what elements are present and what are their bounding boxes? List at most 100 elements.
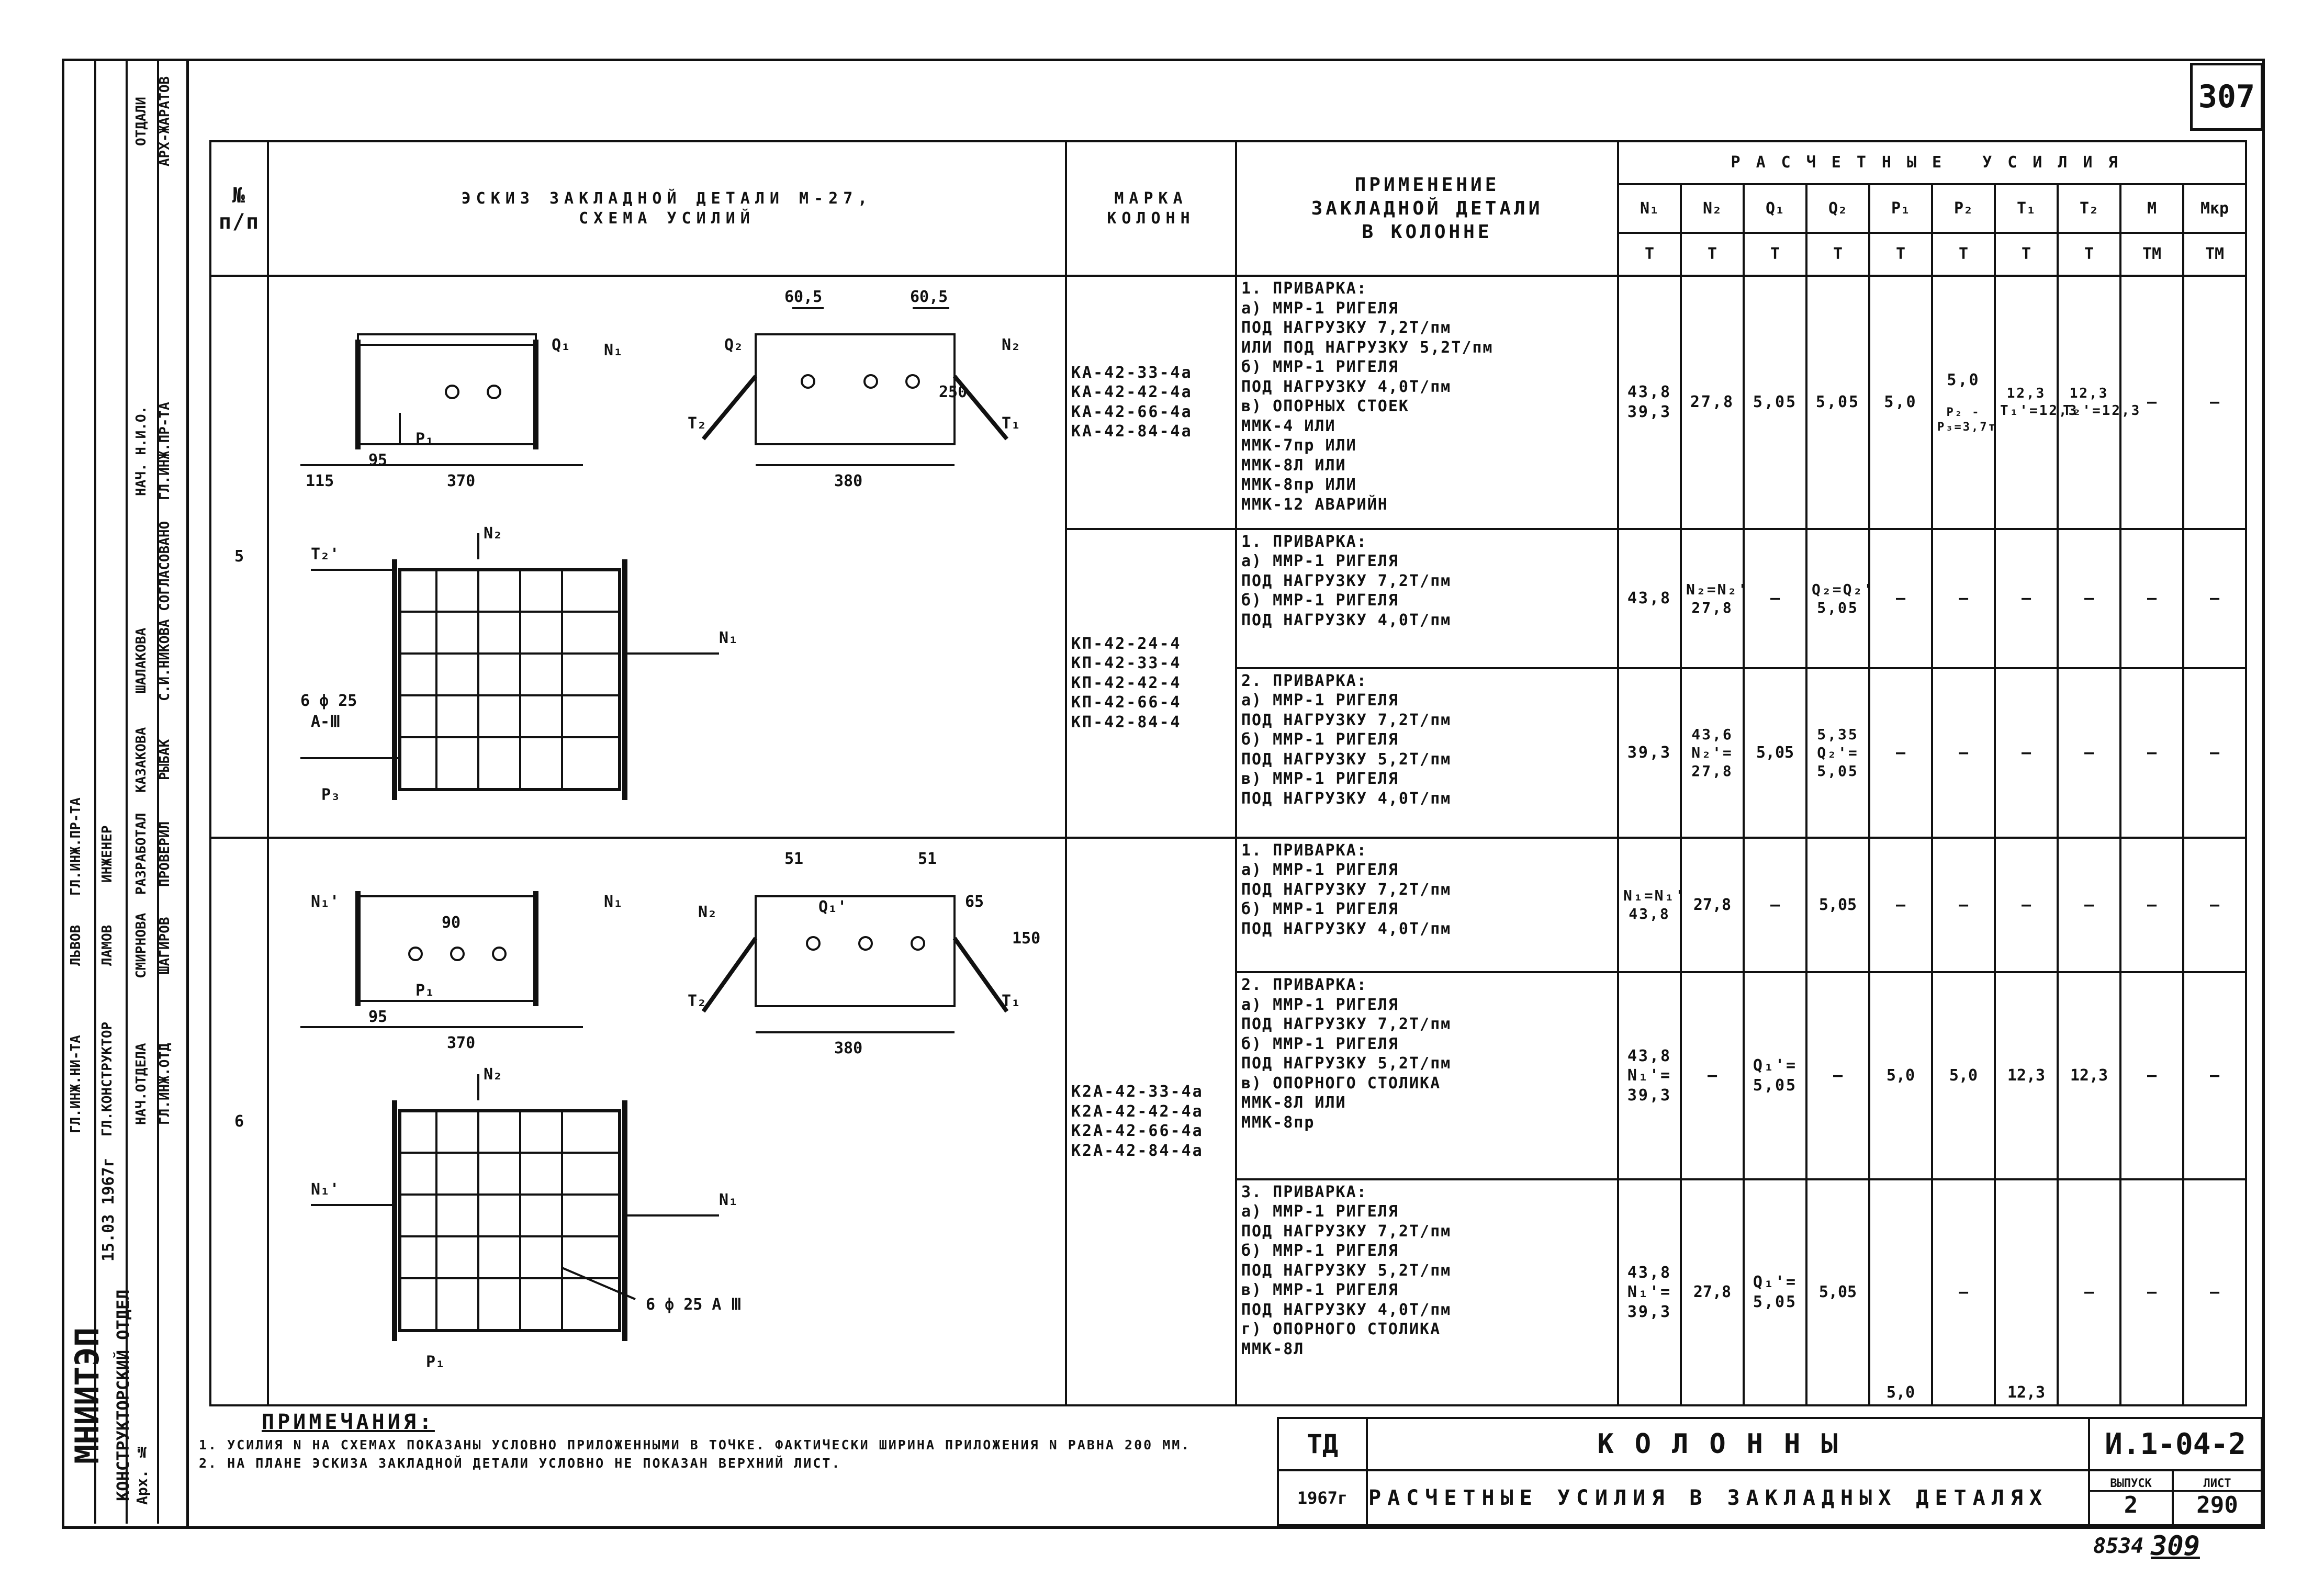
v-6-2-P1: 5,0 (1868, 971, 1933, 1180)
unit-T1: Т (1994, 231, 2059, 277)
v-5-3-T1: — (1994, 667, 2059, 839)
sk6-f-N1b: N₁ (719, 1191, 738, 1209)
sk5-f-Q2: Q₂ (724, 336, 743, 354)
sk5-f-Q1: Q₁ (552, 336, 570, 354)
notes: ПРИМЕЧАНИЯ: 1. УСИЛИЯ N НА СХЕМАХ ПОКАЗА… (199, 1410, 1272, 1471)
v-5-3-N2: 43,6 N₂'= 27,8 (1680, 667, 1745, 839)
v-6-1-N2: 27,8 (1680, 836, 1745, 974)
v-5-1-P-note: P₂ - P₃=3,7т (1937, 406, 1997, 434)
left-stamp-strip: МНИИТЭП КОНСТРУКТОРСКИЙ ОТДЕЛ 15.03 1967… (63, 59, 186, 1524)
sk5-f-P1: P₁ (416, 430, 434, 448)
v-5-1-T2: 12,3 T₂'=12,3 (2057, 275, 2139, 530)
role-17: НАЧ.ОТДЕЛА (133, 1043, 149, 1125)
sketch-m27-row6: 51 51 65 150 90 380 370 95 6 ф 25 А Ⅲ N₁… (300, 850, 1040, 1371)
sk5-f-T2b: T₂' (311, 545, 339, 564)
sk6-dim-51a: 51 (784, 850, 803, 868)
sk6-f-Q1p: Q₁' (818, 898, 847, 916)
v-5-2-Q2: Q₂=Q₂' 5,05 (1805, 527, 1872, 669)
sketch-cell-5: 60,5 60,5 250 380 370 95 115 6 ф 25 А-Ⅲ … (267, 275, 1067, 839)
v-5-2-P1: — (1868, 527, 1933, 669)
notes-title: ПРИМЕЧАНИЯ: (262, 1410, 435, 1434)
sk6-dim-380: 380 (834, 1039, 862, 1057)
v-5-3-Q2: 5,35 Q₂'= 5,05 (1805, 667, 1870, 839)
org-name: МНИИТЭП (68, 1327, 106, 1464)
v-5-3-M: — (2119, 667, 2184, 839)
col-no-header: № п/п (209, 140, 269, 277)
v-5-3-N1: 39,3 (1617, 667, 1682, 839)
sk5-f-T1: T₁ (1002, 414, 1020, 433)
v-5-1-M: — (2119, 275, 2184, 530)
table-row: КП-42-24-4 КП-42-33-4 КП-42-42-4 КП-42-6… (210, 527, 2248, 839)
v-5-3-Mkr: — (2182, 667, 2248, 839)
v-5-3-T2: — (2057, 667, 2121, 839)
v-6-2-P2: 5,0 (1931, 971, 1996, 1180)
col-use-header: ПРИМЕНЕНИЕ ЗАКЛАДНОЙ ДЕТАЛИ В КОЛОННЕ (1235, 140, 1619, 277)
tb-series: И.1-04-2 (2088, 1417, 2263, 1471)
role-12: ЛАМОВ (99, 925, 115, 966)
sk5-dim-A3: А-Ⅲ (311, 713, 341, 731)
v-6-2-Mkr: — (2182, 971, 2248, 1180)
force-col-M: M (2119, 183, 2184, 234)
sk5-f-T2: T₂ (688, 414, 706, 433)
v-6-3-P1: 5,0 (1868, 1178, 1933, 1407)
marks-5a: КА-42-33-4а КА-42-42-4а КА-42-66-4а КА-4… (1065, 275, 1237, 530)
sk6-dim-150: 150 (1012, 929, 1040, 948)
force-col-P1: P₁ (1868, 183, 1933, 234)
unit-N2: Т (1680, 231, 1745, 277)
stamp-role-1: АРХ-ЖАРАТОВ (157, 76, 173, 167)
v-5-2-T2: — (2057, 527, 2121, 669)
role-11: ЛЬВОВ (68, 925, 84, 966)
table-row: 2. ПРИВАРКА: а) ММР-1 РИГЕЛЯ ПОД НАГРУЗК… (210, 667, 2248, 839)
v-5-1-P2: 5,0 P₂ - P₃=3,7т (1931, 275, 1997, 530)
role-5: С.И.НИКОВА (157, 619, 173, 702)
sk5-f-N1: N₁ (604, 341, 623, 359)
v-6-1-Q1: — (1743, 836, 1807, 974)
sk5-dim-60a: 60,5 (784, 288, 822, 306)
force-col-Mkr: Mкр (2182, 183, 2248, 234)
v-5-1-T1: 12,3 T₁'=12,3 (1994, 275, 2076, 530)
v-6-1-P2: — (1931, 836, 1996, 974)
role-3: КАЗАКОВА (133, 727, 149, 793)
role-0: НАЧ. Н.И.О. (133, 406, 149, 497)
table-row: 3. ПРИВАРКА: а) ММР-1 РИГЕЛЯ ПОД НАГРУЗК… (210, 1178, 2248, 1407)
sk6-f-T1: T₁ (1002, 992, 1020, 1010)
role-15: ГЛ.ИНЖ.НИ-ТА (68, 1035, 84, 1133)
role-14: ШАГИРОВ (157, 917, 173, 974)
sk6-dim-6f25A3: 6 ф 25 А Ⅲ (646, 1296, 742, 1314)
sheet-number: 307 (2190, 63, 2263, 131)
force-col-T1: T₁ (1994, 183, 2059, 234)
v-5-2-P2: — (1931, 527, 1996, 669)
force-col-Q2: Q₂ (1805, 183, 1870, 234)
v-6-3-P2: — (1931, 1178, 1996, 1407)
use-5-1: 1. ПРИВАРКА: а) ММР-1 РИГЕЛЯ ПОД НАГРУЗК… (1235, 275, 1619, 530)
sk5-dim-370: 370 (447, 472, 475, 490)
role-9: РАЗРАБОТАЛ (133, 813, 149, 895)
col-sketch-header: ЭСКИЗ ЗАКЛАДНОЙ ДЕТАЛИ М-27, СХЕМА УСИЛИ… (267, 140, 1067, 277)
sk5-f-N2b: N₂ (484, 524, 502, 543)
sk6-f-N2b: N₂ (484, 1065, 502, 1084)
sk6-f-T2: T₂ (688, 992, 706, 1010)
v-5-1-Q2: 5,05 (1805, 275, 1870, 530)
v-5-3-Q1: 5,05 (1743, 667, 1807, 839)
v-5-1-Q1: 5,05 (1743, 275, 1807, 530)
role-1: ГЛ.ИНЖ.ПР-ТА (157, 402, 173, 500)
sk5-dim-115: 115 (306, 472, 334, 490)
v-5-3-P1: — (1868, 667, 1933, 839)
role-10: ПРОВЕРИЛ (157, 821, 173, 887)
v-6-1-M: — (2119, 836, 2184, 974)
unit-Q2: Т (1805, 231, 1870, 277)
tb-vypusk-label: ВЫПУСК (2090, 1477, 2172, 1492)
v-6-1-P1: — (1868, 836, 1933, 974)
v-5-2-Mkr: — (2182, 527, 2248, 669)
unit-Mkr: ТМ (2182, 231, 2248, 277)
v-6-3-Q2: 5,05 (1805, 1178, 1870, 1407)
sk6-dim-65: 65 (965, 893, 984, 911)
v-6-3-M: — (2119, 1178, 2184, 1407)
use-5-3: 2. ПРИВАРКА: а) ММР-1 РИГЕЛЯ ПОД НАГРУЗК… (1235, 667, 1619, 839)
sk6-f-P1: P₁ (416, 982, 434, 1000)
sk6-dim-51b: 51 (918, 850, 937, 868)
v-6-2-Q1: Q₁'= 5,05 (1743, 971, 1807, 1180)
role-7: ГЛ.ИНЖ.ПР-ТА (68, 797, 84, 896)
v-6-3-Mkr: — (2182, 1178, 2248, 1407)
v-5-1-P2-value: 5,0 (1947, 370, 1980, 389)
